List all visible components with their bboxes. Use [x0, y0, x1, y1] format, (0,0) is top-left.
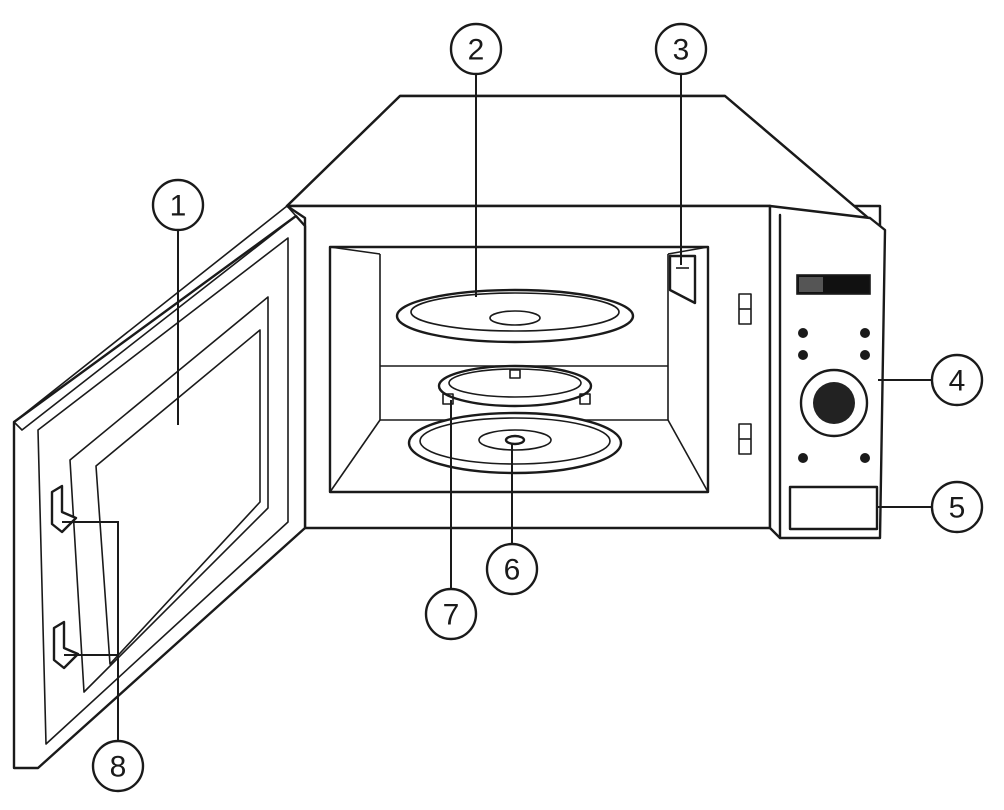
callout-5: 5	[930, 480, 984, 534]
callout-8: 8	[91, 739, 145, 793]
callout-4: 4	[930, 353, 984, 407]
turntable-base	[407, 411, 623, 475]
indicator-dot-6	[860, 453, 870, 463]
glass-tray-rim	[395, 288, 635, 344]
indicator-dot-1	[798, 328, 808, 338]
door	[12, 205, 307, 770]
door-window-glass	[95, 329, 261, 665]
door-window-outer	[69, 296, 269, 693]
glass-tray-hub	[489, 310, 541, 326]
indicator-dot-2	[860, 328, 870, 338]
floor-edge-left	[329, 419, 381, 493]
turntable-base-groove	[478, 429, 552, 451]
callout-8-label: 8	[110, 751, 127, 784]
callout-5-label: 5	[949, 492, 966, 525]
door-release-button	[788, 485, 879, 531]
indicator-dot-4	[860, 350, 870, 360]
cavity-opening	[328, 245, 710, 494]
ceiling-edge-right	[667, 246, 709, 255]
turntable-base-inner	[419, 417, 611, 465]
roller-ring-outer	[437, 364, 593, 408]
callout-2: 2	[449, 22, 503, 76]
door-top-edge	[13, 205, 297, 431]
control-panel-details	[788, 274, 879, 531]
callout-6: 6	[485, 542, 539, 596]
leader-lines	[62, 74, 931, 740]
ceiling-edge-left	[329, 246, 381, 255]
door-hook-upper	[50, 484, 78, 534]
roller-wheel-left	[442, 393, 454, 405]
callout-1: 1	[151, 178, 205, 232]
door-frame-inner	[37, 237, 289, 745]
roller-wheel-right	[579, 393, 591, 405]
leader-8-upper	[62, 521, 119, 740]
callout-3: 3	[654, 22, 708, 76]
callout-6-label: 6	[504, 554, 521, 587]
callout-7: 7	[424, 587, 478, 641]
callout-3-label: 3	[673, 34, 690, 67]
callout-4-label: 4	[949, 365, 966, 398]
indicator-dot-5	[798, 453, 808, 463]
callout-2-label: 2	[468, 34, 485, 67]
indicator-dot-3	[798, 350, 808, 360]
control-knob	[813, 382, 855, 424]
callouts: 1 2 3 4 5 6 7 8	[91, 22, 984, 793]
roller-center-clip	[509, 369, 521, 379]
glass-tray	[395, 288, 635, 344]
latch-holes	[738, 293, 752, 455]
callout-7-label: 7	[443, 599, 460, 632]
glass-tray-inner	[410, 292, 620, 332]
display-segment	[799, 277, 823, 292]
roller-ring-inner	[448, 368, 582, 398]
floor-edge-right	[667, 419, 709, 493]
callout-1-label: 1	[170, 190, 187, 223]
roller-ring	[437, 364, 593, 408]
turntable-shaft	[504, 434, 526, 446]
